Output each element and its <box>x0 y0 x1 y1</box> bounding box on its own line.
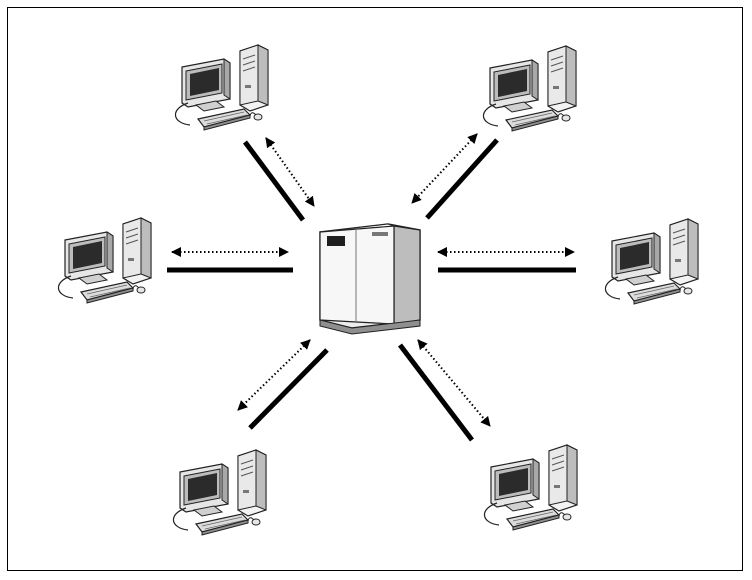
client-pc-right <box>604 218 699 305</box>
desktop-computer-icon <box>604 218 699 305</box>
arrow-top-right <box>411 133 478 204</box>
client-pc-left <box>57 217 152 304</box>
desktop-computer-icon <box>482 45 577 132</box>
client-pc-bottom-left <box>172 449 267 536</box>
arrow-bottom-right <box>417 339 491 427</box>
link-bottom-right <box>398 343 474 442</box>
arrow-bottom-left <box>237 339 311 411</box>
desktop-computer-icon <box>57 217 152 304</box>
desktop-computer-icon <box>172 449 267 536</box>
arrow-top-left <box>265 137 315 207</box>
client-pc-top-left <box>174 44 269 131</box>
dotted-arrows <box>171 133 575 427</box>
link-top-right <box>425 138 499 220</box>
link-top-left <box>242 140 306 222</box>
client-pc-top-right <box>482 45 577 132</box>
link-bottom-left <box>248 348 329 430</box>
desktop-computer-icon <box>174 44 269 131</box>
desktop-computer-icon <box>483 444 578 531</box>
client-pc-bottom-right <box>483 444 578 531</box>
server-icon <box>319 223 421 335</box>
